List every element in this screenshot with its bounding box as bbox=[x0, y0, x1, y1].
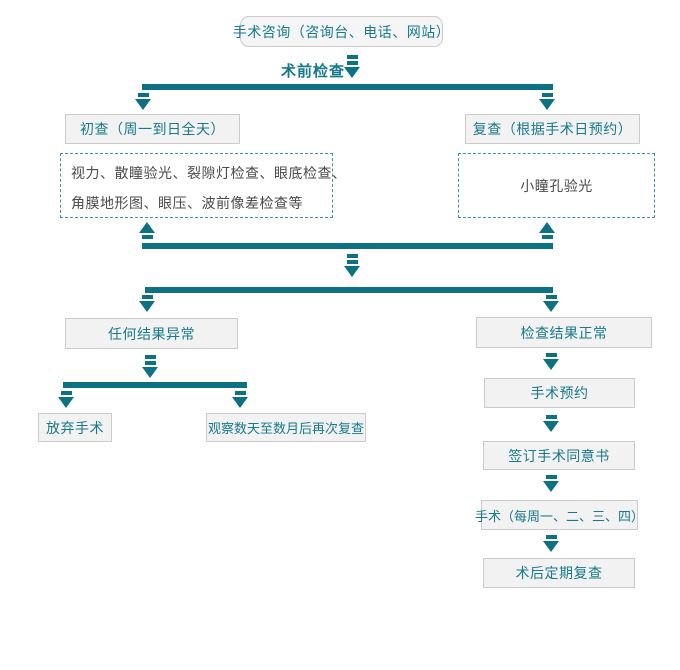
node-abandon-surgery: 放弃手术 bbox=[38, 413, 112, 442]
node-recheck: 复查（根据手术日预约） bbox=[465, 114, 640, 144]
arrow-head bbox=[539, 99, 555, 110]
arrow-head bbox=[58, 397, 74, 408]
arrow-head bbox=[139, 222, 155, 233]
connector-bar bbox=[142, 243, 553, 249]
arrow-head bbox=[344, 67, 360, 78]
arrow-dash bbox=[141, 235, 153, 239]
arrow-dash bbox=[144, 361, 156, 365]
arrow-head bbox=[543, 421, 559, 432]
connector-bar bbox=[142, 84, 553, 90]
flow-arrow-down-icon bbox=[135, 93, 151, 110]
flow-arrow-down-icon bbox=[543, 353, 559, 370]
arrow-head bbox=[543, 541, 559, 552]
flow-arrow-down-icon bbox=[543, 535, 559, 552]
node-surgery-days: 手术（每周一、二、三、四） bbox=[475, 500, 644, 530]
arrow-dash bbox=[545, 353, 557, 357]
arrow-dash bbox=[144, 355, 156, 359]
arrow-head bbox=[543, 301, 559, 312]
arrow-dash bbox=[346, 55, 358, 59]
arrow-head bbox=[135, 99, 151, 110]
node-surgery-appointment: 手术预约 bbox=[484, 378, 635, 408]
arrow-dash bbox=[141, 295, 153, 299]
arrow-head bbox=[139, 301, 155, 312]
arrow-dash bbox=[346, 254, 358, 258]
arrow-dash bbox=[545, 415, 557, 419]
flow-arrow-down-icon bbox=[539, 93, 555, 110]
flow-arrow-down-icon bbox=[543, 295, 559, 312]
node-sign-consent: 签订手术同意书 bbox=[483, 441, 635, 470]
flow-arrow-down-icon bbox=[142, 355, 158, 378]
arrow-dash bbox=[234, 391, 246, 395]
node-first-exam-items: 视力、散瞳验光、裂隙灯检查、眼底检查、 角膜地形图、眼压、波前像差检查等 bbox=[60, 153, 347, 218]
flow-arrow-down-icon bbox=[344, 254, 360, 277]
connector-bar bbox=[63, 382, 247, 388]
arrow-head bbox=[539, 222, 555, 233]
arrow-head bbox=[344, 266, 360, 277]
node-surgery-consult: 手术咨询（咨询台、电话、网站） bbox=[233, 16, 450, 47]
node-postop-followup: 术后定期复查 bbox=[483, 558, 635, 588]
arrow-head bbox=[232, 397, 248, 408]
arrow-head bbox=[142, 367, 158, 378]
exam-items-line1: 视力、散瞳验光、裂隙灯检查、眼底检查、 bbox=[71, 166, 347, 182]
node-abnormal-result: 任何结果异常 bbox=[65, 318, 238, 349]
arrow-dash bbox=[545, 295, 557, 299]
flow-arrow-down-icon bbox=[232, 391, 248, 408]
arrow-dash bbox=[545, 475, 557, 479]
connector-bar bbox=[145, 287, 553, 293]
exam-items-line2: 角膜地形图、眼压、波前像差检查等 bbox=[71, 196, 303, 212]
flow-arrow-up-icon bbox=[539, 222, 555, 239]
flow-arrow-down-icon bbox=[344, 55, 360, 78]
flow-arrow-down-icon bbox=[58, 391, 74, 408]
arrow-dash bbox=[346, 61, 358, 65]
arrow-dash bbox=[60, 391, 72, 395]
flow-arrow-down-icon bbox=[139, 295, 155, 312]
arrow-head bbox=[543, 359, 559, 370]
flow-arrow-up-icon bbox=[139, 222, 155, 239]
arrow-dash bbox=[545, 535, 557, 539]
node-observe-recheck: 观察数天至数月后再次复查 bbox=[206, 413, 366, 442]
node-small-pupil-exam: 小瞳孔验光 bbox=[458, 153, 655, 218]
pre-exam-label: 术前检查 bbox=[281, 62, 346, 80]
arrow-dash bbox=[346, 260, 358, 264]
arrow-dash bbox=[541, 235, 553, 239]
node-normal-result: 检查结果正常 bbox=[476, 317, 652, 348]
flow-arrow-down-icon bbox=[543, 415, 559, 432]
arrow-head bbox=[543, 481, 559, 492]
arrow-dash bbox=[541, 93, 553, 97]
flow-arrow-down-icon bbox=[543, 475, 559, 492]
node-first-visit: 初查（周一到日全天） bbox=[65, 114, 240, 144]
arrow-dash bbox=[137, 93, 149, 97]
